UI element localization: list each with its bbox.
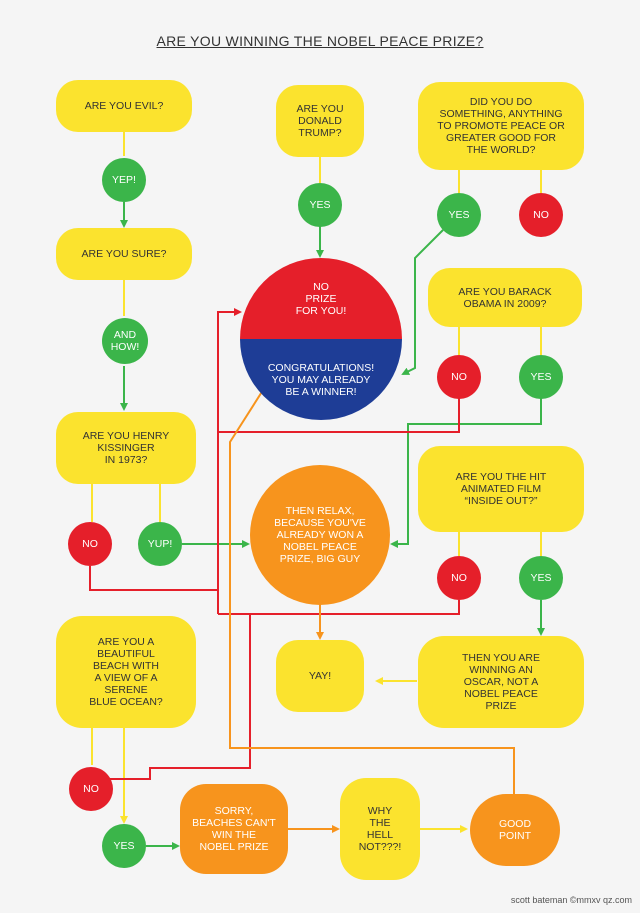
outcome-sorry-beaches: SORRY, BEACHES CAN'T WIN THE NOBEL PRIZE xyxy=(180,784,288,874)
outcome-relax-already-won: THEN RELAX, BECAUSE YOU'VE ALREADY WON A… xyxy=(250,465,390,605)
question-barack-obama: ARE YOU BARACK OBAMA IN 2009? xyxy=(428,268,582,327)
answer-yep: YEP! xyxy=(102,158,146,202)
outcome-oscar: THEN YOU ARE WINNING AN OSCAR, NOT A NOB… xyxy=(418,636,584,728)
page-title: ARE YOU WINNING THE NOBEL PEACE PRIZE? xyxy=(156,33,484,49)
question-donald-trump: ARE YOU DONALD TRUMP? xyxy=(276,85,364,157)
answer-yes-beach: YES xyxy=(102,824,146,868)
answer-no-inside-out: NO xyxy=(437,556,481,600)
answer-no-promote: NO xyxy=(519,193,563,237)
answer-no-obama: NO xyxy=(437,355,481,399)
answer-no-kissinger: NO xyxy=(68,522,112,566)
answer-yes-obama: YES xyxy=(519,355,563,399)
question-promote-peace: DID YOU DO SOMETHING, ANYTHING TO PROMOT… xyxy=(418,82,584,170)
credit-line: scott bateman ©mmxv qz.com xyxy=(510,895,632,905)
answer-yes-inside-out: YES xyxy=(519,556,563,600)
answer-yup: YUP! xyxy=(138,522,182,566)
outcome-no-prize: NO PRIZE FOR YOU! xyxy=(240,258,402,339)
outcome-congratulations: CONGRATULATIONS! YOU MAY ALREADY BE A WI… xyxy=(240,339,402,420)
question-are-you-sure: ARE YOU SURE? xyxy=(56,228,192,280)
answer-yes-promote: YES xyxy=(437,193,481,237)
answer-yes-trump: YES xyxy=(298,183,342,227)
answer-and-how: AND HOW! xyxy=(102,318,148,364)
outcome-circle: NO PRIZE FOR YOU! CONGRATULATIONS! YOU M… xyxy=(240,258,402,420)
question-why-the-hell-not: WHY THE HELL NOT???! xyxy=(340,778,420,880)
question-henry-kissinger: ARE YOU HENRY KISSINGER IN 1973? xyxy=(56,412,196,484)
question-beautiful-beach: ARE YOU A BEAUTIFUL BEACH WITH A VIEW OF… xyxy=(56,616,196,728)
outcome-good-point: GOOD POINT xyxy=(470,794,560,866)
outcome-yay: YAY! xyxy=(276,640,364,712)
answer-no-beach: NO xyxy=(69,767,113,811)
question-are-you-evil: ARE YOU EVIL? xyxy=(56,80,192,132)
question-inside-out: ARE YOU THE HIT ANIMATED FILM “INSIDE OU… xyxy=(418,446,584,532)
